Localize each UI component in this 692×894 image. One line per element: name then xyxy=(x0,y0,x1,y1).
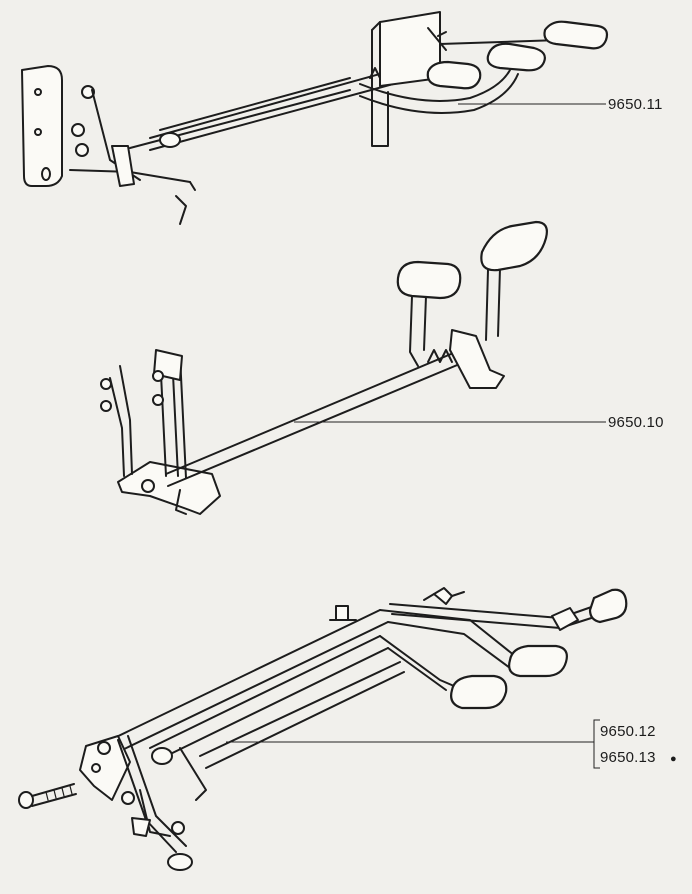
part-ref-9650-10: 9650.10 xyxy=(608,414,664,431)
pedal-assembly-bottom: 9650.12 9650.13 ● xyxy=(18,587,677,871)
pedal-assembly-middle: 9650.10 xyxy=(100,220,664,515)
pedal-assembly-top: 9650.11 xyxy=(21,11,663,225)
label-bracket xyxy=(593,719,600,769)
part-ref-9650-13: 9650.13 xyxy=(600,749,656,766)
note-mark: ● xyxy=(670,753,677,765)
part-ref-9650-11: 9650.11 xyxy=(608,96,663,113)
part-ref-9650-12: 9650.12 xyxy=(600,723,656,740)
